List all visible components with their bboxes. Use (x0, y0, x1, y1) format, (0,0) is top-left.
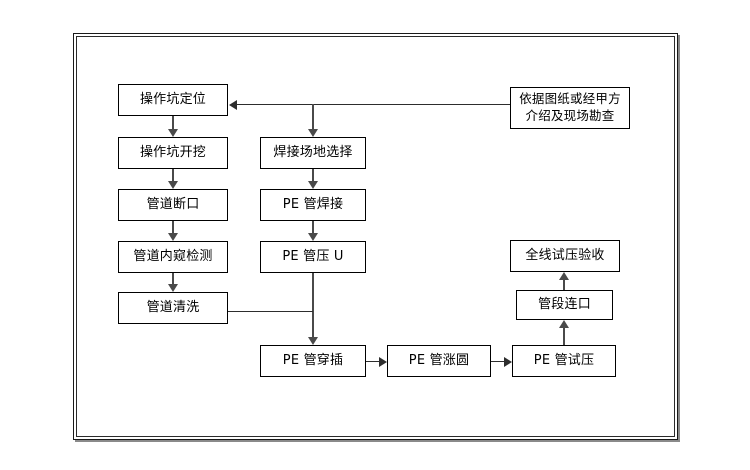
edge-n6-n7-arrowhead (308, 181, 318, 189)
node-drawing-or-owner-briefing[interactable]: 依据图纸或经甲方 介绍及现场勘查 (510, 87, 630, 129)
edge-n1-n2-line (172, 116, 174, 129)
edge-n4-n5-arrowhead (168, 284, 178, 292)
edge-n4-n5-line (172, 273, 174, 284)
edge-n7-n8-line (312, 221, 314, 233)
edge-briefing-to-positioning-line (237, 104, 510, 105)
edge-n9-n10-line (366, 361, 379, 362)
node-welding-site-selection[interactable]: 焊接场地选择 (260, 137, 366, 169)
edge-n8-n9-line (312, 273, 314, 337)
edge-n5-join-line (228, 311, 313, 312)
edge-n6-n7-line (312, 169, 314, 181)
edge-branch-to-welding-site-arrowhead (308, 129, 318, 137)
node-pipeline-cleaning[interactable]: 管道清洗 (118, 292, 228, 324)
edge-n3-n4-arrowhead (168, 233, 178, 241)
node-full-line-pressure-acceptance[interactable]: 全线试压验收 (510, 240, 620, 272)
edge-n3-n4-line (172, 221, 174, 233)
edge-n1-n2-arrowhead (168, 129, 178, 137)
edge-n10-n11-arrowhead (504, 356, 512, 367)
edge-n2-n3-line (172, 169, 174, 181)
edge-n11-n12-arrowhead (559, 320, 569, 328)
edge-n10-n11-line (491, 361, 504, 362)
edge-branch-to-welding-site-line (312, 104, 314, 129)
node-pipe-section-joint[interactable]: 管段连口 (516, 290, 613, 320)
node-pe-pipe-pressure-test[interactable]: PE 管试压 (512, 345, 616, 377)
edge-n7-n8-arrowhead (308, 233, 318, 241)
node-operation-pit-positioning[interactable]: 操作坑定位 (118, 84, 228, 116)
edge-n8-n9-arrowhead (308, 337, 318, 345)
node-pe-pipe-rounding[interactable]: PE 管涨圆 (387, 345, 491, 377)
edge-n9-n10-arrowhead (379, 356, 387, 367)
edge-n11-n12-line (563, 328, 565, 345)
node-pe-pipe-u-press[interactable]: PE 管压 U (260, 241, 366, 273)
edge-n2-n3-arrowhead (168, 181, 178, 189)
node-pipeline-endoscopy[interactable]: 管道内窥检测 (118, 241, 228, 273)
node-operation-pit-excavation[interactable]: 操作坑开挖 (118, 137, 228, 169)
edge-n12-n13-line (563, 280, 565, 290)
edge-n12-n13-arrowhead (559, 272, 569, 280)
node-pe-pipe-welding[interactable]: PE 管焊接 (260, 189, 366, 221)
node-pe-pipe-insertion[interactable]: PE 管穿插 (260, 345, 366, 377)
node-pipeline-cut[interactable]: 管道断口 (118, 189, 228, 221)
edge-briefing-to-positioning-arrowhead (229, 99, 237, 110)
